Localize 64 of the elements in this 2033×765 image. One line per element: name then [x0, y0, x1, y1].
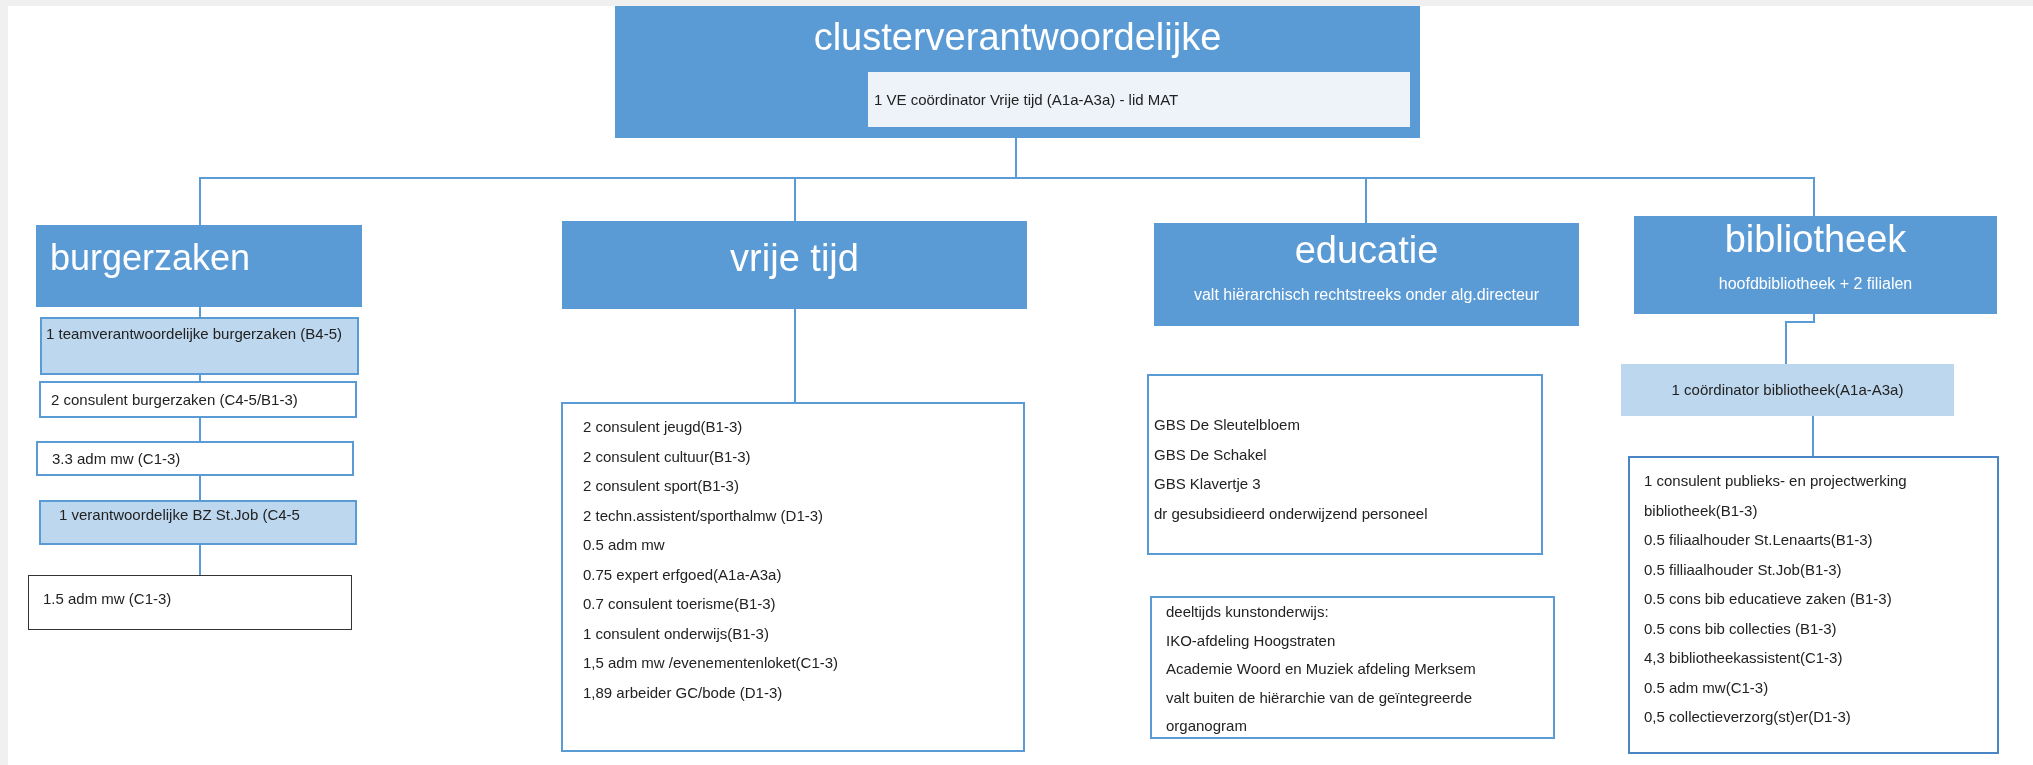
role-text: 1 verantwoordelijke BZ St.Job (C4-5: [59, 506, 301, 525]
role-text: 1 teamverantwoordelijke burgerzaken (B4-5): [46, 325, 343, 344]
staff-list-box: [1147, 374, 1543, 555]
connector-line: [199, 374, 201, 382]
connector-line: [199, 544, 201, 576]
subtitle-text: hoofdbibliotheek + 2 filialen: [1717, 273, 1914, 294]
list-item-text: 0.5 adm mw(C1-3): [1644, 677, 1770, 698]
heading-text: burgerzaken: [50, 236, 252, 280]
list-item-text: 2 consulent jeugd(B1-3): [583, 417, 744, 437]
list-item-text: Academie Woord en Muziek afdeling Merksem: [1166, 659, 1477, 679]
list-item-text: 0.5 filliaalhouder St.Job(B1-3): [1644, 559, 1843, 580]
connector-line: [1785, 313, 1815, 365]
role-text: 1 VE coördinator Vrije tijd (A1a-A3a) - lid MAT: [874, 91, 1180, 110]
org-unit-box: [1634, 216, 1997, 314]
list-item-text: IKO-afdeling Hoogstraten: [1166, 630, 1337, 651]
heading-text: educatie: [1293, 228, 1440, 273]
list-item-text: 1,89 arbeider GC/bode (D1-3): [583, 682, 784, 703]
list-item-text: dr gesubsidieerd onderwijzend personeel: [1154, 503, 1429, 524]
role-box: [28, 575, 352, 630]
list-item-text: 1 consulent publieks- en projectwerking bibliotheek(B1-3): [1644, 471, 1908, 521]
list-item-text: 0.75 expert erfgoed(A1a-A3a): [583, 564, 783, 585]
org-unit-box: [1154, 223, 1579, 326]
list-item-text: 2 consulent cultuur(B1-3): [583, 446, 752, 467]
heading-text: bibliotheek: [1723, 217, 1908, 262]
org-unit-box: [562, 221, 1027, 309]
staff-list-box: [1150, 596, 1555, 739]
list-item-text: 0.7 consulent toerisme(B1-3): [583, 594, 777, 614]
list-item-text: 0,5 collectieverzorg(st)er(D1-3): [1644, 707, 1852, 727]
role-box: [40, 317, 359, 375]
list-item-text: valt buiten de hiërarchie van de geïntegreerde organogram: [1166, 687, 1474, 736]
list-item-text: 0.5 filiaalhouder St.Lenaarts(B1-3): [1644, 530, 1874, 550]
list-item-text: 0.5 adm mw: [583, 535, 666, 555]
list-item-text: GBS De Schakel: [1154, 444, 1268, 465]
heading-text: vrije tijd: [729, 236, 860, 281]
list-item-text: 0.5 cons bib collecties (B1-3): [1644, 618, 1838, 639]
list-item-text: 4,3 bibliotheekassistent(C1-3): [1644, 648, 1844, 668]
role-text: 3.3 adm mw (C1-3): [52, 450, 182, 469]
connector-line: [199, 475, 201, 501]
subtitle-text: valt hiërarchisch rechtstreeks onder alg.directeur: [1192, 284, 1540, 305]
list-item-text: 1 consulent onderwijs(B1-3): [583, 623, 770, 644]
list-item-text: GBS De Sleutelbloem: [1154, 415, 1301, 435]
connector-line: [1812, 415, 1814, 457]
staff-list-box: [1628, 456, 1999, 754]
list-item-text: 1,5 adm mw /evenementenloket(C1-3): [583, 653, 840, 673]
role-box: [39, 381, 357, 418]
role-box: [868, 72, 1410, 127]
list-item-text: 0.5 cons bib educatieve zaken (B1-3): [1644, 589, 1893, 609]
role-box: [39, 500, 357, 545]
list-item-text: deeltijds kunstonderwijs:: [1166, 602, 1330, 622]
list-item-text: GBS Klavertje 3: [1154, 474, 1262, 494]
staff-list-box: [561, 402, 1025, 752]
list-item-text: 2 techn.assistent/sporthalmw (D1-3): [583, 505, 825, 526]
role-box: [1621, 364, 1954, 416]
connector-line: [199, 417, 201, 442]
role-text: 2 consulent burgerzaken (C4-5/B1-3): [51, 391, 299, 410]
org-unit-box: [615, 6, 1420, 138]
list-item-text: 2 consulent sport(B1-3): [583, 476, 740, 496]
heading-text: clusterverantwoordelijke: [812, 15, 1223, 60]
connector-line: [794, 308, 796, 403]
connector-line: [199, 306, 201, 318]
role-box: [36, 441, 354, 476]
role-text: 1.5 adm mw (C1-3): [43, 590, 173, 609]
org-unit-box: [36, 225, 362, 307]
role-text: 1 coördinator bibliotheek(A1a-A3a): [1670, 381, 1905, 400]
